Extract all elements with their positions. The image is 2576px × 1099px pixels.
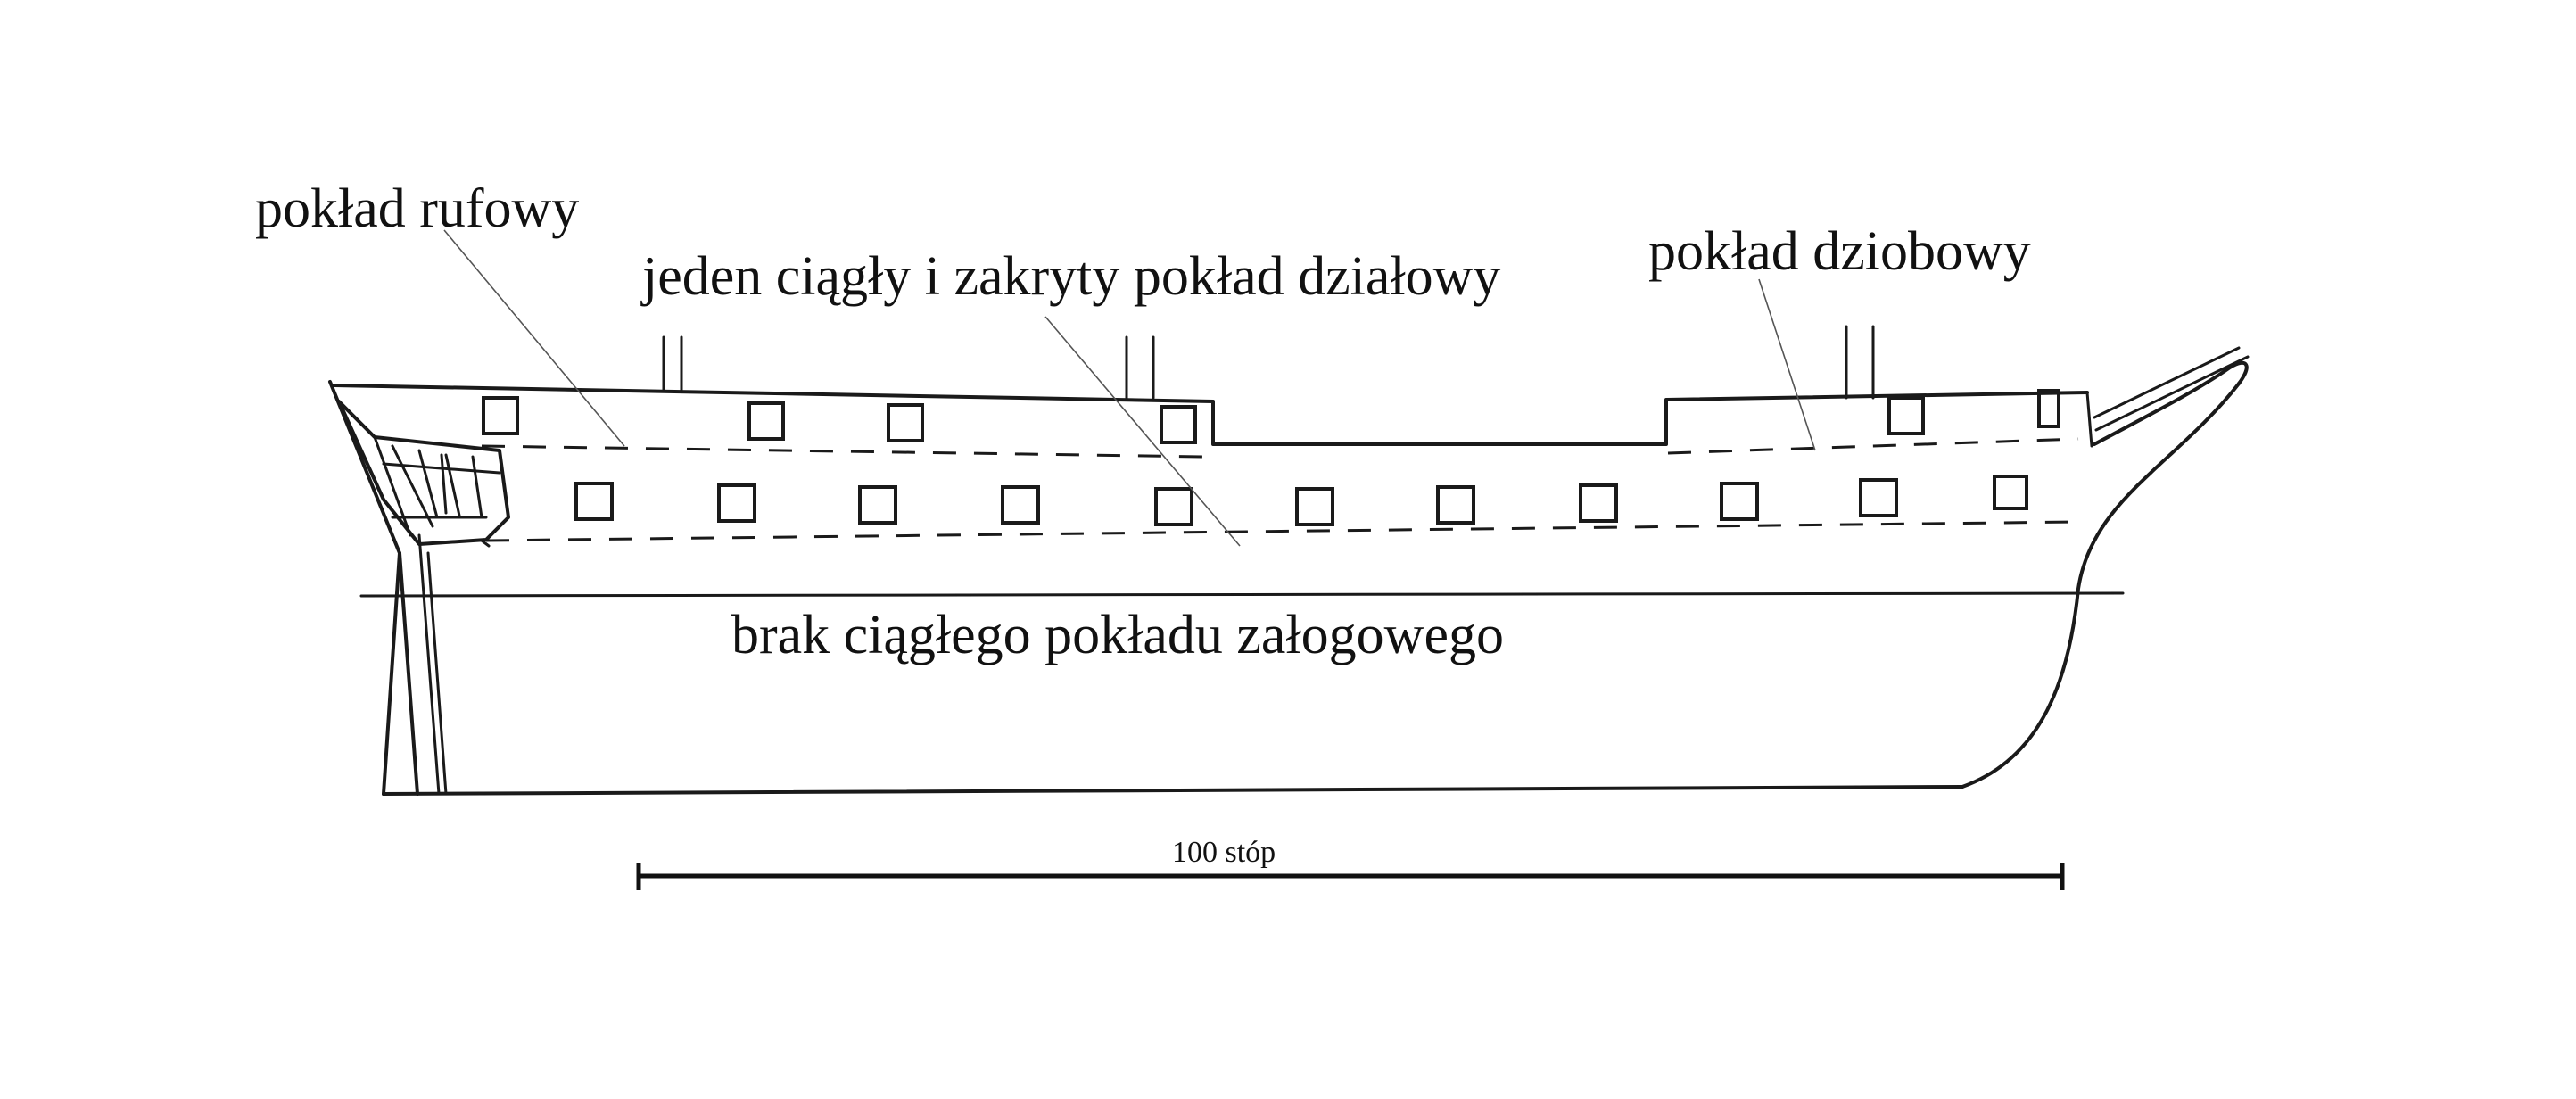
gun-deck-leader	[1044, 316, 1241, 547]
stern-gallery	[337, 400, 510, 546]
quarterdeck-leader	[443, 229, 625, 447]
scale-bar	[636, 864, 2065, 890]
scale-bar-label: 100 stóp	[1172, 836, 1276, 869]
forecastle-label: pokład dziobowy	[1648, 221, 2031, 282]
forecastle-line	[1667, 437, 2079, 455]
ship-hull	[328, 346, 2250, 796]
main-gun-ports	[574, 475, 2028, 526]
mast-stubs	[662, 325, 1875, 400]
gun-deck-label: jeden ciągły i zakryty pokład działowy	[640, 246, 1500, 307]
upper-gun-ports	[482, 389, 2060, 444]
forecastle-leader	[1758, 278, 1816, 451]
gun-deck-line	[485, 520, 2079, 542]
quarterdeck-line	[481, 444, 1205, 459]
crew-deck-label: brak ciągłego pokładu załogowego	[731, 605, 1504, 665]
quarterdeck-label: pokład rufowy	[255, 178, 579, 239]
